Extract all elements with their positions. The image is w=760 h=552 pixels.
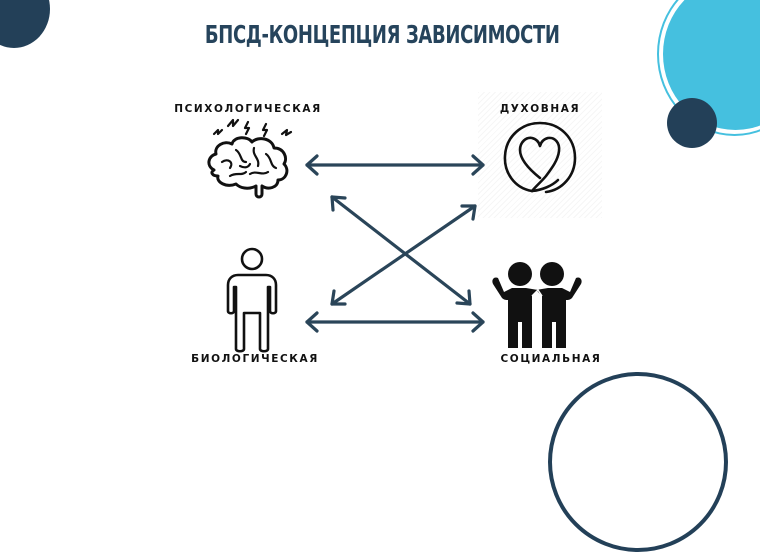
heart-background-pattern [478,92,602,218]
brain-icon [207,118,293,199]
page-title: БПСД-КОНЦЕПЦИЯ ЗАВИСИМОСТИ [204,20,560,49]
arrow-biological-spiritual [330,204,477,306]
heart-circle-icon [503,121,577,194]
label-psychological: ПСИХОЛОГИЧЕСКАЯ [174,103,322,115]
arrow-psychological-spiritual [305,154,485,176]
person-icon [226,247,278,353]
relationship-arrows [305,154,485,333]
arrow-biological-social [305,311,485,333]
label-social: СОЦИАЛЬНАЯ [500,353,602,365]
label-spiritual: ДУХОВНАЯ [499,103,581,115]
decor-circle-dark-small [667,98,717,148]
arrow-psychological-social [330,195,472,306]
two-people-icon [492,262,582,348]
label-biological: БИОЛОГИЧЕСКАЯ [191,353,319,365]
